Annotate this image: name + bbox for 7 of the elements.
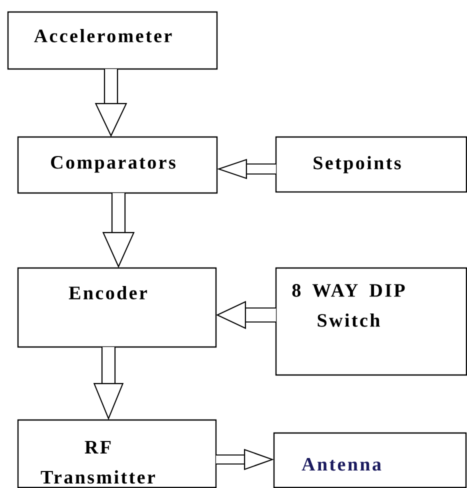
block-box: RF Transmitter bbox=[17, 419, 217, 488]
block-box: Accelerometer bbox=[7, 11, 218, 70]
block-box: Antenna bbox=[273, 432, 467, 488]
block-box: Comparators bbox=[17, 136, 218, 194]
block-box: Encoder bbox=[17, 267, 217, 348]
block-box: 8 WAY DIP Switch bbox=[275, 267, 467, 376]
block-box: Setpoints bbox=[275, 136, 467, 193]
